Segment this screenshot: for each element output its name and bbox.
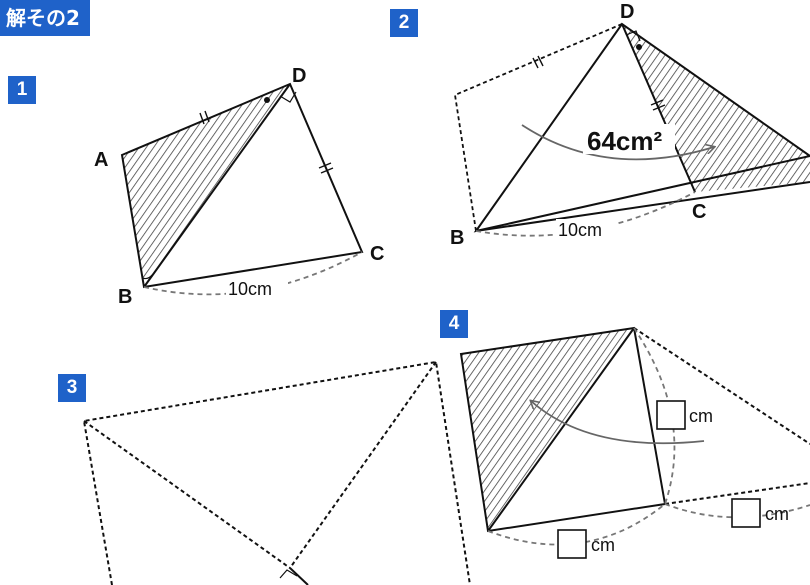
fig3-dashed-diagonal-left xyxy=(83,420,291,569)
fig4-unit-extension: cm xyxy=(765,504,789,524)
fig2-rotation-arrow xyxy=(521,124,714,161)
fig2-angle-dot xyxy=(636,44,642,50)
fig4-side-arc xyxy=(633,327,676,505)
fig4-dashed-upper xyxy=(633,327,810,445)
fig2-dashed-rotated-shape xyxy=(454,23,623,232)
step-badge-2: 2 xyxy=(390,9,418,37)
fig3-dashed-diagonal-right xyxy=(289,361,437,569)
fig4-shaded-triangle xyxy=(461,328,634,531)
fig4-rotation-arrow xyxy=(531,401,705,445)
fig4-answer-box-extension[interactable] xyxy=(731,498,761,528)
fig4-answer-box-side[interactable] xyxy=(656,400,686,430)
fig1-right-angle-mark xyxy=(279,91,297,103)
fig1-angle-mark-b xyxy=(141,274,153,280)
fig2-tick-dashed-side xyxy=(532,55,544,69)
fig4-unit-bottom: cm xyxy=(591,535,615,555)
fig2-label-d: D xyxy=(620,1,634,23)
fig2-big-triangle xyxy=(473,22,810,233)
step-badge-1: 1 xyxy=(8,76,36,104)
step-badge-4: 4 xyxy=(440,310,468,338)
fig1-diagonal-bd xyxy=(143,83,291,288)
fig2-label-b: B xyxy=(450,227,464,249)
fig1-label-c: C xyxy=(370,243,384,265)
fig1-angle-dot xyxy=(264,97,270,103)
fig4-answer-box-bottom[interactable] xyxy=(557,529,587,559)
fig2-shaded-region xyxy=(622,24,810,192)
fig2-area-label: 64cm² xyxy=(587,126,662,156)
fig2-right-angle-mark xyxy=(625,30,641,42)
step-badge-3: 3 xyxy=(58,374,86,402)
fig1-label-d: D xyxy=(292,65,306,87)
fig4-unit-side: cm xyxy=(689,406,713,426)
figure-2: D B C 10cm 64cm² xyxy=(450,1,810,249)
fig2-base-bc xyxy=(475,181,810,232)
figure-4: cm cm cm xyxy=(459,326,810,559)
fig4-diagonal xyxy=(487,327,635,532)
fig2-length-label: 10cm xyxy=(558,220,602,240)
fig2-tick-dc xyxy=(650,99,666,111)
fig3-dashed-outer-shape xyxy=(82,360,471,585)
fig1-tick-dc xyxy=(318,162,334,174)
fig4-extension-arc xyxy=(664,503,810,519)
fig3-solid-edge xyxy=(289,567,309,585)
solution-title-badge: 解その2 xyxy=(0,0,90,36)
figure-3 xyxy=(82,360,471,585)
fig1-tick-ad xyxy=(199,110,210,125)
fig1-label-a: A xyxy=(94,149,108,171)
figure-1: A B C D 10cm xyxy=(94,65,384,308)
fig3-right-angle-mark xyxy=(279,569,298,579)
fig1-shaded-triangle-abd xyxy=(122,84,290,287)
fig4-dashed-lower xyxy=(664,482,810,505)
fig1-label-b: B xyxy=(118,286,132,308)
fig1-length-label: 10cm xyxy=(228,279,272,299)
fig2-label-c: C xyxy=(692,201,706,223)
